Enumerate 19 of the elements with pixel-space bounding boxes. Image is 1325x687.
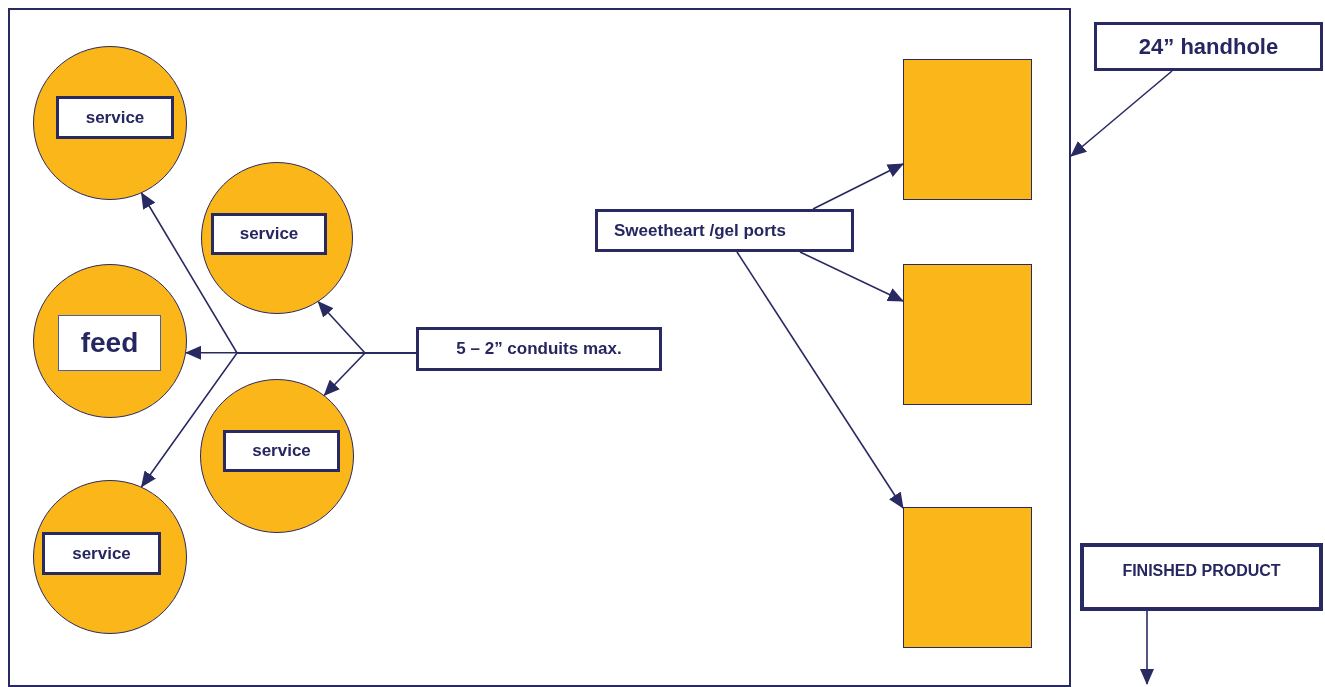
- label-box: service: [223, 430, 340, 472]
- callout-box: 24” handhole: [1094, 22, 1323, 71]
- label-box: service: [56, 96, 174, 139]
- label-box: feed: [58, 315, 161, 371]
- arrow: [140, 352, 417, 488]
- arrow: [1070, 70, 1173, 157]
- port-square: [903, 264, 1032, 405]
- label-box: service: [211, 213, 327, 255]
- callout-box: FINISHED PRODUCT: [1080, 543, 1323, 611]
- arrow: [1140, 610, 1154, 685]
- label-box: service: [42, 532, 161, 575]
- callout-box: 5 – 2” conduits max.: [416, 327, 662, 371]
- arrow: [736, 251, 904, 509]
- arrow: [812, 163, 904, 210]
- callout-box: Sweetheart /gel ports: [595, 209, 854, 252]
- port-square: [903, 507, 1032, 648]
- port-square: [903, 59, 1032, 200]
- arrow: [799, 251, 904, 302]
- handhole-outline: [8, 8, 1071, 687]
